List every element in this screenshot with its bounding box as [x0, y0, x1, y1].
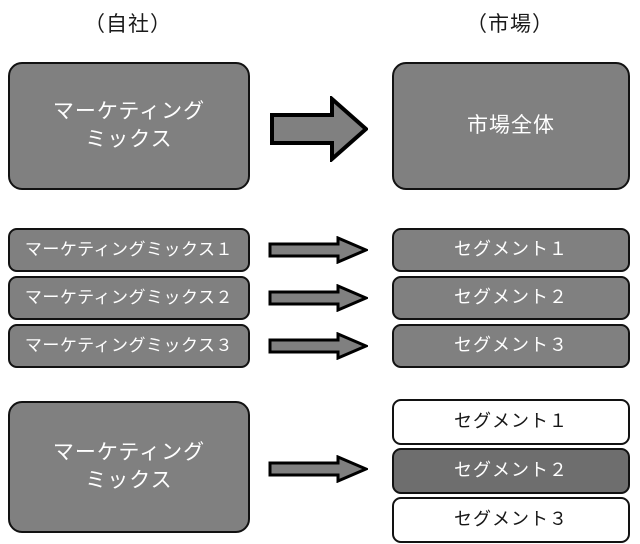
right-block-arrow-small-icon-2 [268, 284, 368, 312]
box-segment-1: セグメント１ [392, 228, 630, 272]
box-marketing-mix-1: マーケティングミックス１ [8, 228, 250, 272]
right-block-arrow-small-icon-4 [268, 455, 368, 483]
right-block-arrow-small-icon-3 [268, 332, 368, 360]
column-header-company: （自社） [84, 13, 172, 36]
right-block-arrow-large-icon [270, 96, 368, 162]
box-segment-3: セグメント３ [392, 324, 630, 368]
box-target-segment-3: セグメント３ [392, 497, 630, 543]
box-marketing-mix-whole: マーケティング ミックス [8, 62, 250, 190]
box-target-segment-1: セグメント１ [392, 399, 630, 445]
box-market-whole: 市場全体 [392, 62, 630, 190]
right-block-arrow-small-icon-1 [268, 236, 368, 264]
box-marketing-mix-single: マーケティング ミックス [8, 401, 250, 533]
box-marketing-mix-2: マーケティングミックス２ [8, 276, 250, 320]
box-segment-2: セグメント２ [392, 276, 630, 320]
box-marketing-mix-3: マーケティングミックス３ [8, 324, 250, 368]
column-header-market: （市場） [466, 13, 554, 36]
box-target-segment-2: セグメント２ [392, 448, 630, 494]
